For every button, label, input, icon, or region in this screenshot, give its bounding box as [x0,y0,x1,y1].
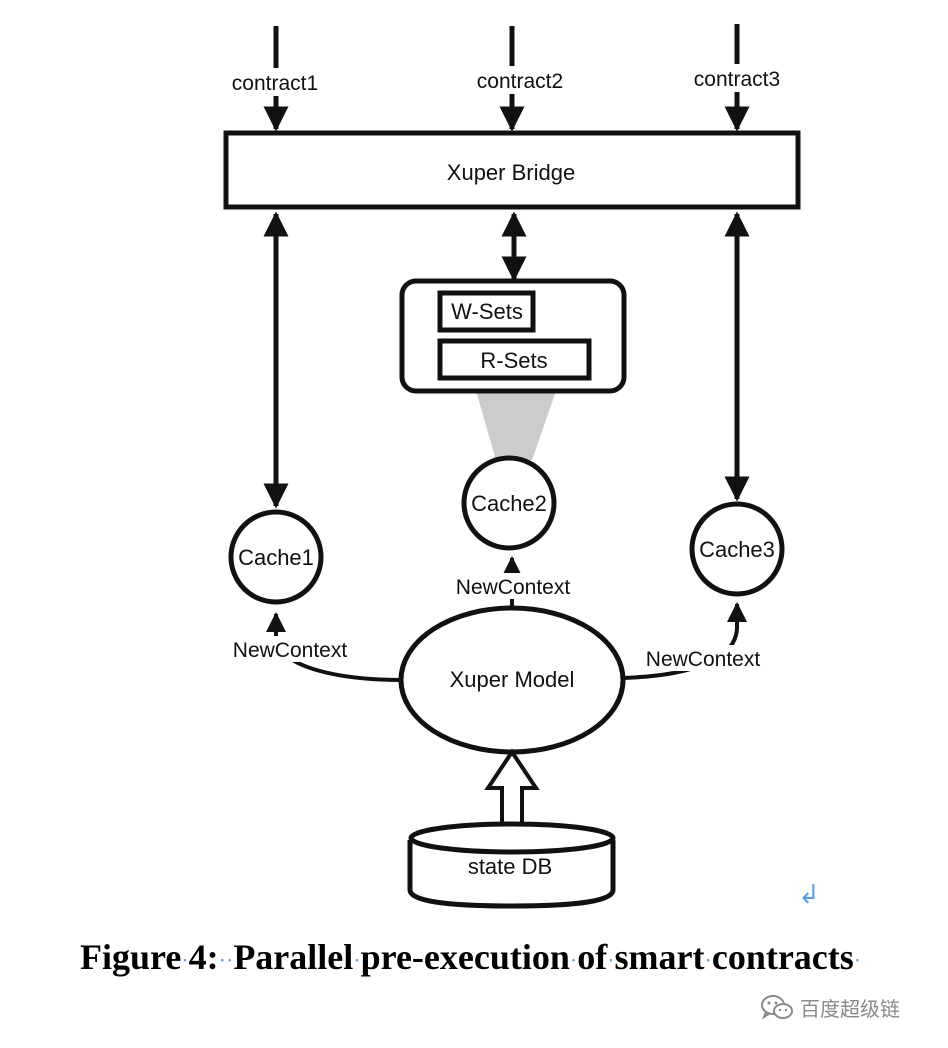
cache3-node [689,501,785,597]
wechat-icon [761,994,793,1020]
cache1-label: Cache1 [238,545,314,570]
newcontext-label-right: NewContext [646,648,761,671]
watermark-text: 百度超级链 [800,997,900,1021]
w-sets-box [437,290,536,333]
cache3-label: Cache3 [699,537,775,562]
caption-word-4: smart [614,937,705,977]
xuper-model-label: Xuper Model [450,667,575,692]
caption-figure-label: Figure [80,937,182,977]
figure-caption: Figure·4:··Parallel·pre-execution·of·sma… [80,937,862,977]
caption-word-1: Parallel [233,937,354,977]
contract2-label: contract2 [477,70,563,93]
cache2-label: Cache2 [471,491,547,516]
xuper-bridge-label: Xuper Bridge [447,160,575,185]
r-sets-box [437,338,592,381]
contract3-label: contract3 [694,68,780,91]
newcontext-label-center: NewContext [456,576,571,599]
paragraph-return-mark: ↲ [798,880,820,910]
xuper-bridge-box [223,130,801,210]
sets-projection [476,391,556,460]
contract1-label: contract1 [232,72,318,95]
w-sets-label: W-Sets [451,299,523,324]
newcontext-label-left: NewContext [233,639,348,662]
cache2-node [461,455,557,551]
watermark: 百度超级链 [760,993,900,1022]
caption-word-2: pre-execution [360,937,570,977]
state-db-body [407,840,616,909]
state-db-label: state DB [468,854,552,879]
xuper-diagram: contract1 contract2 contract3 Xuper Brid… [222,24,801,909]
cache1-node [228,509,324,605]
caption-figure-number: 4: [188,937,219,977]
db-to-model-hollow-arrow [484,748,540,828]
r-sets-label: R-Sets [480,348,547,373]
caption-word-3: of [577,937,608,977]
caption-word-5: contracts [711,937,854,977]
state-db-top [408,821,616,855]
